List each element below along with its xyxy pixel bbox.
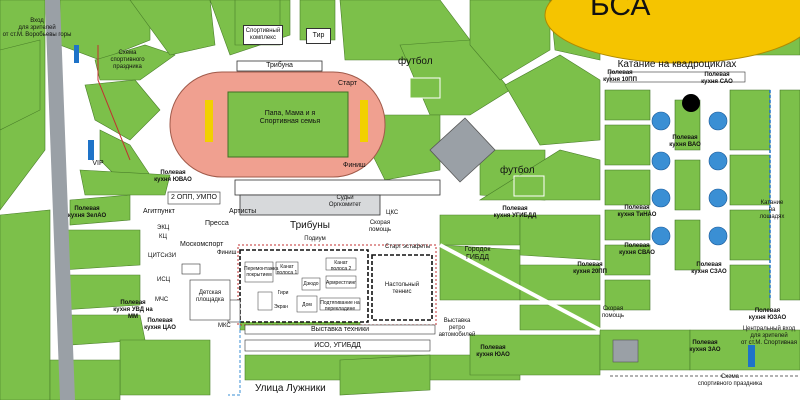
kitchen-szao: Полевая кухня СЗАО — [691, 262, 727, 275]
start-label: Старт — [338, 80, 358, 87]
stage-items — [244, 257, 361, 313]
stage-screen-label: Экран — [273, 304, 289, 310]
central-entrance-label: Центральный вход для зрителей от ст.М. С… — [740, 326, 797, 346]
football-mid-label: футбол — [500, 165, 535, 176]
spectators-entrance-label: Вход для зрителей от ст.М. Воробьевы гор… — [2, 18, 72, 38]
horse-riding-label: Катание на лошадях — [759, 200, 785, 220]
football-field-top — [409, 77, 441, 99]
kitchen-sao: Полевая кухня САО — [701, 72, 733, 85]
quad-title: Катание на квадроциклах — [617, 59, 737, 70]
route-red — [97, 45, 131, 161]
football-field-mid — [513, 175, 545, 197]
first-aid-2-label: Скорая помощь — [601, 306, 625, 319]
scheme-top-label: Схема спортивного праздника — [110, 50, 145, 70]
kitchen-uvd-mm: Полевая кухня УВД на ММ — [113, 300, 153, 320]
ucs-label: ЦКС — [386, 210, 399, 216]
artists-label: Артисты — [229, 208, 257, 215]
kitchen-svao: Полевая кухня СВАО — [619, 243, 655, 256]
kitchen-10pp: Полевая кухня 10ПП — [603, 70, 637, 83]
tribunes-box — [239, 194, 381, 216]
bsa-label: БСА — [590, 0, 650, 21]
ekts-label: ЭКЦ — [157, 225, 170, 231]
east-fields — [604, 71, 800, 311]
stage-arm-label: Армрестлинг — [326, 280, 357, 286]
judges-strip — [234, 179, 441, 196]
scheme-bottom-label: Схема спортивного праздника — [697, 374, 763, 387]
gray-square — [612, 339, 639, 363]
kitchen-ugibdd: Полевая кухня УГИБДД — [493, 206, 537, 219]
tech-show-box — [244, 324, 436, 335]
route-blue — [228, 320, 241, 396]
football-top-label: футбол — [398, 56, 433, 67]
tir-box: Тир — [306, 28, 331, 44]
field-label: Папа, Мама и я Спортивная семья — [259, 110, 321, 125]
mks-label: МКС — [218, 323, 231, 329]
agitpunkt-label: Агитпункт — [143, 208, 175, 215]
stage-judo-label: Дзюдо — [303, 281, 319, 287]
first-aid-1-label: Скорая помощь — [368, 220, 392, 233]
stage-pavement-label: Перемонтажка покрытием — [244, 266, 279, 278]
tennis-area — [371, 254, 433, 321]
podium-label: Подиум — [304, 236, 326, 242]
yellow-bar-right — [360, 100, 368, 142]
tech-show-label: Выставка техники — [310, 326, 370, 333]
kitchen-yuzao: Полевая кухня ЮЗАО — [748, 308, 787, 321]
blue-ponds — [651, 111, 728, 246]
kitchen-tinao: Полевая кухня ТиНАО — [617, 205, 657, 218]
ics-label: ИСЦ — [157, 277, 171, 283]
press-label: Пресса — [205, 220, 229, 227]
stage-lane2-label: Канат полоса 2 — [330, 260, 352, 272]
blue-marker-top — [74, 45, 79, 63]
finish-label: Финиш — [343, 162, 366, 169]
diagonal-road — [439, 243, 601, 332]
kitchen-yuvao: Полевая кухня ЮВАО — [154, 170, 192, 183]
retro-show-label: Выставка ретро автомобилей — [438, 318, 476, 338]
yellow-bar-left — [205, 100, 213, 142]
kts-label: КЦ — [159, 234, 167, 240]
stage-gyr-label: Гири — [277, 290, 289, 296]
judges-label: Судьи Оргкомитет — [328, 195, 362, 208]
kitchen-vao: Полевая кухня ВАО — [669, 135, 701, 148]
black-dot — [682, 94, 700, 112]
luzhniki-street-label: Улица Лужники — [255, 383, 326, 394]
tribune-top-label: Трибуна — [266, 62, 293, 69]
sports-complex-box: Спортивный комплекс — [243, 25, 283, 45]
kids-area-label: Детская площадка — [195, 290, 225, 303]
stage-pull-label: Подтягивание на перекладине — [320, 300, 360, 312]
kitchen-20pp: Полевая кухня 20ПП — [573, 262, 607, 275]
opp-umpo-label: 2 ОПП, УМПО — [171, 194, 217, 201]
tribunes-label: Трибуны — [290, 220, 330, 231]
stage-house-label: Дом — [302, 302, 312, 308]
tribune-top-box — [236, 60, 323, 72]
stage-lane1-label: Канат полоса 1 — [276, 264, 298, 276]
blue-marker-bottom — [748, 345, 755, 367]
gray-diamond — [429, 117, 496, 183]
bsa-arena-shape — [544, 0, 800, 64]
left-road — [45, 0, 75, 400]
moskomsport-label: Москомспорт — [180, 241, 224, 248]
gibdd-town-label: Городок ГИБДД — [464, 246, 491, 261]
kitchen-zelao: Полевая кухня ЗелАО — [67, 206, 107, 219]
stadium — [169, 60, 386, 178]
left-column-boxes — [167, 191, 221, 275]
tennis-label: Настольный теннис — [384, 282, 420, 295]
kitchen-tsao: Полевая кухня ЦАО — [144, 318, 176, 331]
tsitsozi-label: ЦИТСиЗИ — [148, 253, 177, 259]
iso-label: ИСО, УГИБДД — [314, 342, 361, 349]
kitchen-zao: Полевая кухня ЗАО — [689, 340, 721, 353]
vip-label: VIP — [92, 160, 104, 167]
vip-marker — [88, 140, 94, 160]
kids-area-box — [189, 279, 231, 321]
kitchen-yuao: Полевая кухня ЮАО — [476, 345, 510, 358]
start-relay-label: Старт эстафеты — [385, 244, 431, 250]
mchs-label: МЧС — [155, 297, 169, 303]
iso-box — [244, 339, 431, 352]
finish2-label: Финиш — [217, 250, 237, 256]
